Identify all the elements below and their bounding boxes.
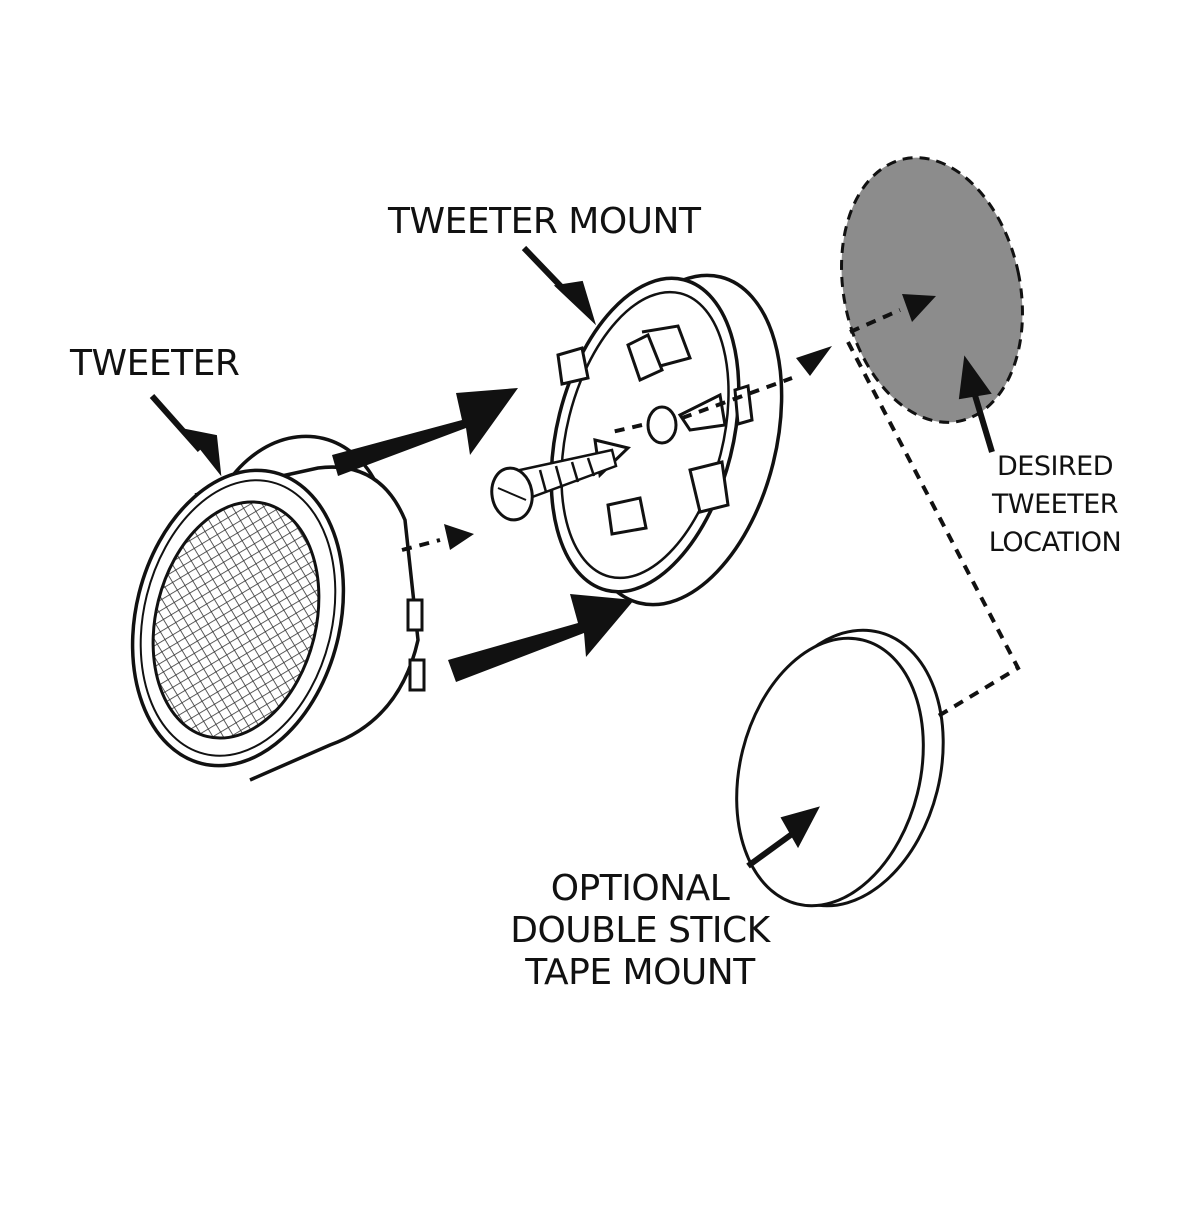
mounting-cup-icon — [549, 273, 784, 607]
desired-location-line-3: LOCATION — [988, 527, 1122, 558]
tape-mount-line-2: DOUBLE STICK — [510, 910, 770, 951]
screw-icon — [490, 448, 618, 522]
dashed-guide-lines — [401, 308, 1021, 720]
shaded-ellipse-icon — [840, 156, 1024, 424]
label-pointer-arrows — [149, 245, 995, 869]
lower-direction-arrow — [448, 594, 634, 682]
upper-direction-arrow — [332, 388, 518, 476]
desired-location-label: DESIRED TWEETER LOCATION — [982, 448, 1128, 562]
tape-mount-line-3: TAPE MOUNT — [525, 952, 755, 993]
desired-location-line-1: DESIRED — [996, 451, 1114, 482]
tape-mount-label: OPTIONAL DOUBLE STICK TAPE MOUNT — [500, 868, 780, 994]
tweeter-speaker-icon — [130, 434, 426, 782]
tape-mount-line-1: OPTIONAL — [550, 868, 730, 909]
dashed-arrowheads — [444, 294, 936, 550]
tweeter-mount-label: TWEETER MOUNT — [388, 201, 701, 242]
direction-arrows — [332, 388, 634, 682]
tweeter-label: TWEETER — [70, 343, 240, 384]
desired-location-line-2: TWEETER — [991, 489, 1119, 520]
